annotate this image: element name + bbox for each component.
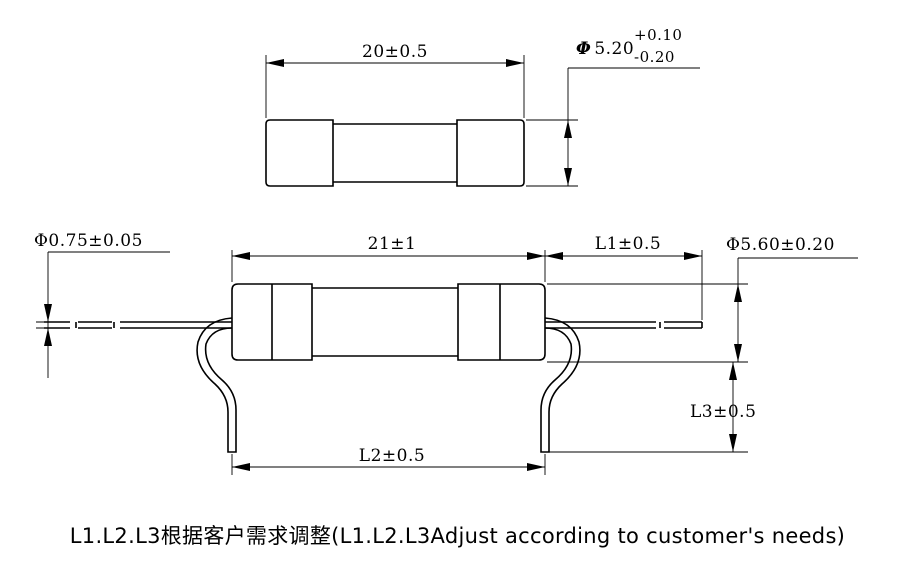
customization-note: L1.L2.L3根据客户需求调整(L1.L2.L3Adjust accordin… <box>69 524 846 548</box>
top-length-dimension: 20±0.5 <box>265 42 525 118</box>
top-fuse <box>265 119 525 187</box>
l3-label: L3±0.5 <box>690 402 756 422</box>
l1-dimension: L1±0.5 <box>545 234 703 320</box>
diameter-upper-tolerance: +0.10 <box>634 26 682 44</box>
top-fuse-tube <box>333 123 457 183</box>
body-diameter-label: Φ5.60±0.20 <box>726 235 835 255</box>
l2-label: L2±0.5 <box>359 446 425 466</box>
l2-dimension: L2±0.5 <box>231 446 546 475</box>
top-length-label: 20±0.5 <box>362 42 428 62</box>
top-fuse-left-cap <box>265 119 334 187</box>
bottom-fuse-right-cap <box>457 283 546 361</box>
bottom-fuse-left-cap <box>231 283 313 361</box>
left-bent-lead <box>196 317 237 453</box>
bottom-fuse <box>44 283 703 453</box>
l1-label: L1±0.5 <box>595 234 661 254</box>
right-lead <box>545 321 703 329</box>
body-length-dimension: 21±1 <box>231 234 546 282</box>
body-length-label: 21±1 <box>368 234 417 254</box>
bottom-fuse-tube <box>312 287 458 357</box>
diameter-lower-tolerance: -0.20 <box>634 48 675 66</box>
diameter-symbol: Φ <box>576 39 591 59</box>
top-fuse-right-cap <box>456 119 525 187</box>
right-bent-lead <box>540 317 581 453</box>
lead-diameter-label: Φ0.75±0.05 <box>34 231 143 251</box>
l3-dimension: L3±0.5 <box>549 362 756 453</box>
lead-diameter-dimension: Φ0.75±0.05 <box>34 231 170 378</box>
body-diameter-dimension: Φ5.60±0.20 <box>547 235 858 363</box>
diameter-nominal: 5.20 <box>594 39 634 59</box>
left-lead <box>44 321 232 329</box>
